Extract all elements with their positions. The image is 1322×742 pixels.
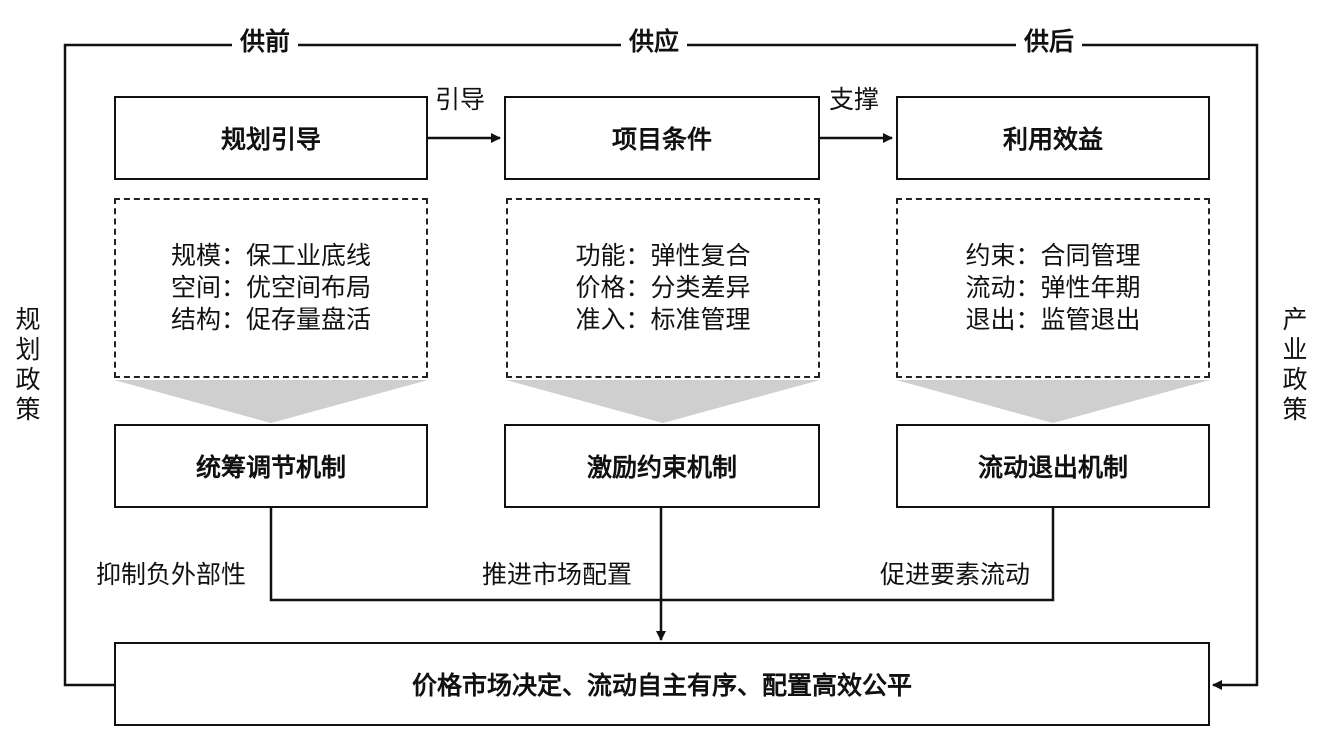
phase-pre: 供前 [232,22,299,58]
effect-promote-factor-flow: 促进要素流动 [880,560,1031,589]
effect-promote-market: 推进市场配置 [482,560,633,589]
funnel-project [506,380,820,423]
box-coordination-mechanism: 统筹调节机制 [114,424,428,508]
detail-line: 准入：标准管理 [575,305,751,334]
detail-line: 价格：分类差异 [575,273,751,302]
side-label-industry-policy: 产业政策 [1282,305,1308,424]
detail-line: 约束：合同管理 [965,241,1141,270]
detail-line: 空间：优空间布局 [170,273,371,302]
box-planning-guidance: 规划引导 [114,96,428,180]
detail-line: 功能：弹性复合 [575,241,751,270]
box-goal: 价格市场决定、流动自主有序、配置高效公平 [114,642,1210,726]
detail-line: 退出：监管退出 [965,305,1141,334]
box-exit-mechanism: 流动退出机制 [896,424,1210,508]
phase-supply: 供应 [621,22,688,58]
funnel-benefit [896,380,1210,423]
box-utilization-benefit: 利用效益 [896,96,1210,180]
phase-post: 供后 [1016,22,1083,58]
box-incentive-mechanism: 激励约束机制 [504,424,820,508]
arrow-label-support: 支撑 [829,80,880,116]
box-project-conditions: 项目条件 [504,96,820,180]
side-label-planning-policy: 规划政策 [15,305,41,424]
arrow-label-guide: 引导 [435,80,486,116]
detail-line: 规模：保工业底线 [170,241,371,270]
details-planning: 规模：保工业底线 空间：优空间布局 结构：促存量盘活 [114,198,428,378]
detail-line: 流动：弹性年期 [965,273,1141,302]
funnel-planning [114,380,428,423]
effect-suppress-externality: 抑制负外部性 [96,560,247,589]
details-benefit: 约束：合同管理 流动：弹性年期 退出：监管退出 [896,198,1210,378]
detail-line: 结构：促存量盘活 [170,305,371,334]
details-project: 功能：弹性复合 价格：分类差异 准入：标准管理 [506,198,820,378]
